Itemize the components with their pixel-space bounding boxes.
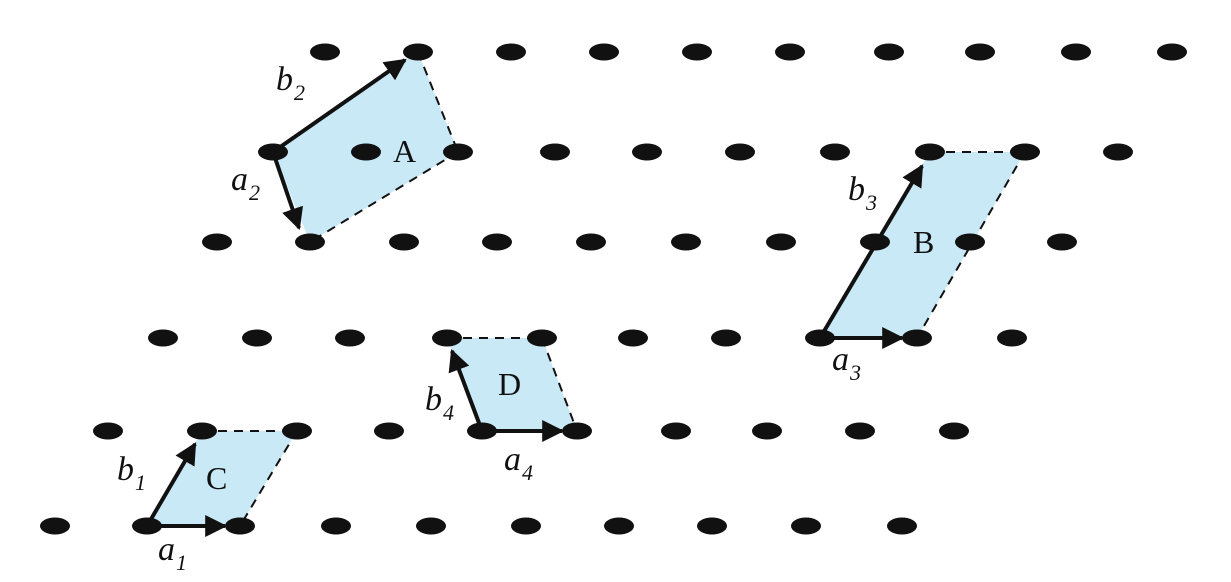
lattice-point <box>618 329 648 347</box>
lattice-point <box>374 422 404 440</box>
lattice-point <box>711 329 741 347</box>
cell-labels: A B C D <box>206 133 934 496</box>
lattice-point <box>887 517 917 535</box>
cell-label-a: A <box>393 133 416 169</box>
lattice-point <box>775 43 805 61</box>
lattice-point <box>1010 143 1040 161</box>
lattice-point <box>202 233 232 251</box>
lattice-point <box>225 517 255 535</box>
lattice-point <box>432 329 462 347</box>
cell-d-dashed-edge <box>541 337 578 432</box>
cell-label-c: C <box>206 460 227 496</box>
vector-label-a4: a4 <box>504 441 533 485</box>
unit-cell-c <box>147 430 298 527</box>
lattice-point <box>527 329 557 347</box>
lattice-point <box>389 233 419 251</box>
vector-b1-arrow <box>145 442 197 528</box>
vector-label-a3: a3 <box>832 341 861 385</box>
lattice-point <box>791 517 821 535</box>
lattice-point <box>310 43 340 61</box>
lattice-point <box>148 329 178 347</box>
lattice-point <box>1047 233 1077 251</box>
lattice-point <box>416 517 446 535</box>
basis-vectors <box>145 58 924 537</box>
lattice-point <box>321 517 351 535</box>
lattice-point <box>725 143 755 161</box>
vector-labels: b2 a2 b3 a3 b1 a1 b4 a4 <box>117 61 877 575</box>
lattice-point <box>965 43 995 61</box>
lattice-point <box>1103 143 1133 161</box>
cell-b-dashed-edge <box>916 151 1026 339</box>
lattice-point <box>511 517 541 535</box>
lattice-point <box>443 143 473 161</box>
unit-cell-b <box>820 151 1026 339</box>
lattice-point <box>902 329 932 347</box>
lattice-point <box>845 422 875 440</box>
lattice-point <box>335 329 365 347</box>
lattice-point <box>671 233 701 251</box>
lattice-point <box>939 422 969 440</box>
unit-cells <box>147 51 1026 527</box>
lattice-points <box>40 43 1187 535</box>
vector-label-b3: b3 <box>848 171 877 215</box>
vector-b3-arrow <box>818 164 924 340</box>
cell-a-dashed-edge <box>309 151 459 243</box>
lattice-point <box>242 329 272 347</box>
lattice-point <box>40 517 70 535</box>
lattice-point <box>1061 43 1091 61</box>
cell-c-dashed-edge <box>239 430 298 527</box>
lattice-point <box>697 517 727 535</box>
cell-c-fill <box>147 431 297 526</box>
lattice-point <box>576 233 606 251</box>
vector-label-b1: b1 <box>117 451 146 495</box>
vector-a2-arrow <box>271 151 303 231</box>
cell-label-b: B <box>913 224 934 260</box>
lattice-point <box>295 233 325 251</box>
lattice-point <box>282 422 312 440</box>
lattice-point <box>682 43 712 61</box>
vector-label-a1: a1 <box>158 531 187 575</box>
lattice-point <box>820 143 850 161</box>
lattice-point <box>997 329 1027 347</box>
lattice-point <box>589 43 619 61</box>
lattice-point <box>661 422 691 440</box>
cell-a-dashed-edge <box>417 51 459 153</box>
lattice-point <box>915 143 945 161</box>
lattice-point <box>403 43 433 61</box>
lattice-point <box>187 422 217 440</box>
cell-b-fill <box>820 152 1025 338</box>
lattice-point <box>604 517 634 535</box>
unit-cell-d <box>447 337 578 432</box>
lattice-point <box>496 43 526 61</box>
lattice-point <box>1157 43 1187 61</box>
lattice-point <box>874 43 904 61</box>
lattice-point <box>482 233 512 251</box>
lattice-point <box>752 422 782 440</box>
cell-label-d: D <box>498 366 521 402</box>
vector-label-a2: a2 <box>231 161 260 205</box>
lattice-point <box>955 233 985 251</box>
lattice-point <box>93 422 123 440</box>
lattice-point <box>766 233 796 251</box>
vector-b4-arrow <box>448 348 484 432</box>
vector-b2-arrow <box>271 58 407 154</box>
lattice-point <box>540 143 570 161</box>
lattice-point <box>351 143 381 161</box>
cell-d-fill <box>447 338 577 431</box>
vector-label-b2: b2 <box>276 61 305 105</box>
lattice-point <box>632 143 662 161</box>
vector-label-b4: b4 <box>425 381 454 425</box>
lattice-point <box>562 422 592 440</box>
